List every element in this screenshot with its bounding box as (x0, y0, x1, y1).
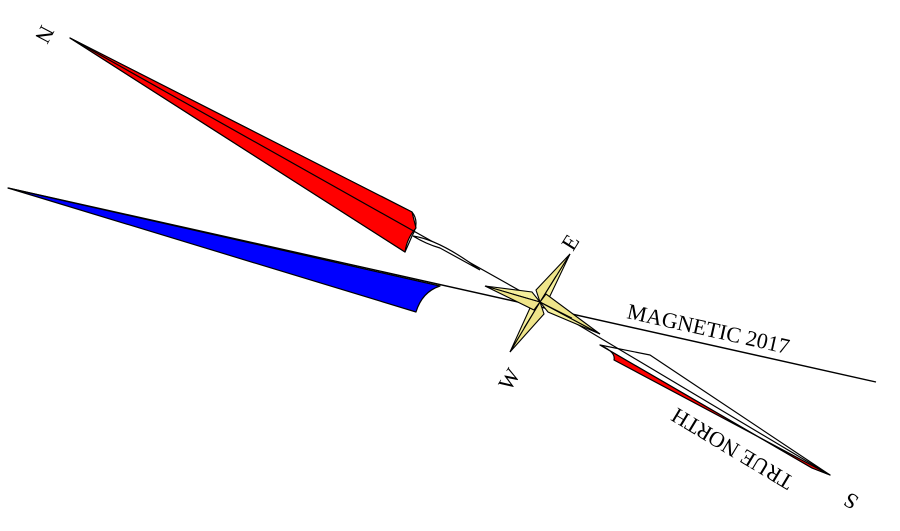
direction-label-north: N (30, 22, 60, 48)
star-ray-ne (511, 275, 573, 329)
star-point-west-shade (509, 300, 545, 353)
true-north-north-tail (412, 235, 481, 271)
compass-rose-star (484, 253, 601, 353)
true-north-south-red-blade (599, 344, 831, 476)
true-north-needle-south (539, 301, 831, 476)
direction-label-south: S (839, 487, 863, 515)
true-north-needle-north (69, 37, 541, 303)
true-north-north-red-blade (69, 37, 417, 253)
magnetic-blue-blade (7, 187, 441, 313)
direction-label-east: E (556, 230, 584, 255)
magnetic-label: MAGNETIC 2017 (625, 298, 792, 359)
direction-label-west: W (493, 364, 525, 395)
star-point-east-shade (535, 253, 571, 304)
magnetic-line (7, 187, 877, 383)
star-point-south-shade (539, 293, 601, 335)
magnetic-needle (7, 187, 877, 383)
true-north-south-shaft (539, 301, 831, 476)
